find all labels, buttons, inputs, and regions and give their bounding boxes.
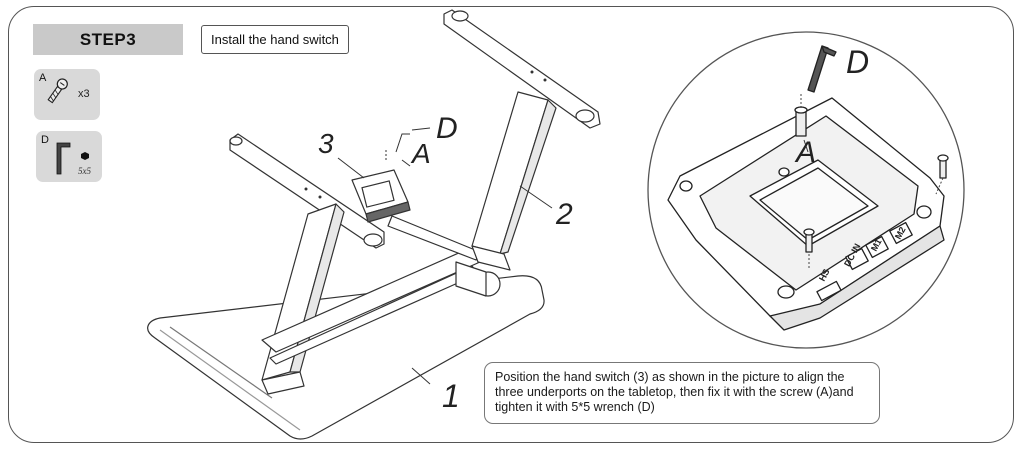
- callout-legs: 2: [556, 198, 573, 231]
- page-frame: [8, 6, 1014, 443]
- part-card-screw: A x3: [34, 69, 100, 120]
- callout-hand-switch: 3: [318, 128, 334, 159]
- callout-tabletop: 1: [442, 378, 460, 414]
- screw-icon: [47, 78, 68, 104]
- part-letter: D: [41, 134, 49, 146]
- callout-wrench: D: [436, 112, 458, 145]
- instruction-note: Position the hand switch (3) as shown in…: [484, 362, 880, 424]
- step-label: STEP3: [33, 24, 183, 55]
- detail-callout-screw: A: [796, 136, 817, 169]
- part-card-wrench: D 5x5: [36, 131, 102, 182]
- part-size: 5x5: [78, 166, 91, 176]
- part-quantity: x3: [78, 88, 90, 100]
- hex-wrench-icon: [56, 142, 89, 175]
- step-title: Install the hand switch: [201, 25, 349, 54]
- callout-screw: A: [412, 138, 431, 169]
- detail-callout-wrench: D: [846, 44, 870, 80]
- part-letter: A: [39, 72, 47, 84]
